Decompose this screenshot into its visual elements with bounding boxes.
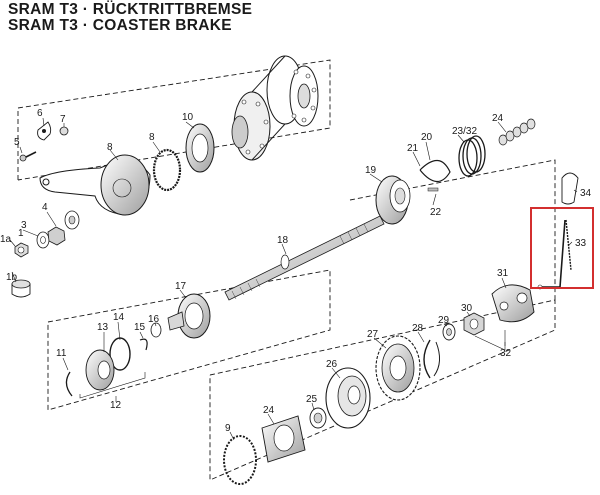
label-9: 10 <box>182 112 194 123</box>
axle-17 <box>224 215 385 301</box>
clip-14 <box>139 338 148 351</box>
clip-5 <box>37 121 52 141</box>
chain-23-32 <box>498 118 536 146</box>
label-19: 20 <box>421 132 433 143</box>
cone-12 <box>85 349 115 391</box>
label-24: 24 <box>263 405 275 416</box>
ring-28 <box>423 339 440 379</box>
label-8-top: 8 <box>149 132 155 143</box>
label-17: 18 <box>277 235 289 246</box>
label-1b: 1b <box>6 272 18 283</box>
label-1a: 1a <box>0 234 12 245</box>
highlight-box-33 <box>530 207 594 289</box>
nut-1a <box>14 242 29 258</box>
label-30: 30 <box>461 303 473 314</box>
brake-arm-7 <box>39 154 151 216</box>
label-33: 33 <box>575 238 587 249</box>
cap-34 <box>561 172 579 205</box>
label-22: 23/32 <box>452 126 477 137</box>
hub-shell <box>231 55 319 161</box>
label-7: 8 <box>107 142 113 153</box>
nut-30 <box>463 312 485 336</box>
label-32: 32 <box>500 348 512 359</box>
assembly-outlines <box>17 59 556 481</box>
bell-crank-31 <box>491 284 535 323</box>
ring-8-bottom <box>223 435 257 485</box>
label-6: 7 <box>60 114 66 125</box>
sprocket-27 <box>375 335 421 401</box>
brake-cone-18 <box>375 175 411 225</box>
label-12: 13 <box>97 322 109 333</box>
spring-22 <box>458 135 486 177</box>
nut-6 <box>59 126 69 136</box>
label-26: 26 <box>326 359 338 370</box>
label-4: 5 <box>14 137 20 148</box>
part-labels: 6 7 5 8 8 10 4 3 1a 1 1b 18 19 20 21 22 … <box>0 108 592 434</box>
label-29: 29 <box>438 315 450 326</box>
label-31: 31 <box>497 268 509 279</box>
label-27: 27 <box>367 329 379 340</box>
label-1: 1 <box>18 228 24 239</box>
title-english: SRAM T3 · COASTER BRAKE <box>8 17 232 34</box>
clip-10 <box>65 371 73 397</box>
label-34: 34 <box>580 188 592 199</box>
label-16: 17 <box>175 281 187 292</box>
washer-15 <box>150 322 162 338</box>
label-13: 14 <box>113 312 125 323</box>
ring-25 <box>309 407 327 429</box>
bearing-16 <box>167 293 211 339</box>
label-11: 12 <box>110 400 122 411</box>
driver-24 <box>261 415 306 463</box>
label-20: 21 <box>407 143 419 154</box>
label-5: 6 <box>37 108 43 119</box>
label-10: 11 <box>56 348 67 359</box>
leader-lines <box>9 117 578 441</box>
nut-3 <box>47 210 80 246</box>
ring-8-top <box>152 148 182 192</box>
label-21: 22 <box>430 207 442 218</box>
label-23-32: 24 <box>492 113 504 124</box>
clip-19-20 <box>419 159 451 192</box>
label-2: 3 <box>21 220 27 231</box>
label-25: 25 <box>306 394 318 405</box>
washer-29 <box>442 323 456 341</box>
label-14: 15 <box>134 322 146 333</box>
title-german: SRAM T3 · RÜCKTRITTBREMSE <box>8 1 253 18</box>
label-8-bottom: 9 <box>225 423 231 434</box>
label-28: 28 <box>412 323 424 334</box>
bearing-9 <box>185 123 215 173</box>
indicator-rod-33 <box>537 219 572 290</box>
cap-nut-1b <box>11 279 31 298</box>
screw-4 <box>19 151 37 162</box>
label-18: 19 <box>365 165 377 176</box>
label-15: 16 <box>148 314 160 325</box>
washer-2 <box>36 231 50 249</box>
label-3: 4 <box>42 202 48 213</box>
dust-cap-26 <box>325 367 371 429</box>
